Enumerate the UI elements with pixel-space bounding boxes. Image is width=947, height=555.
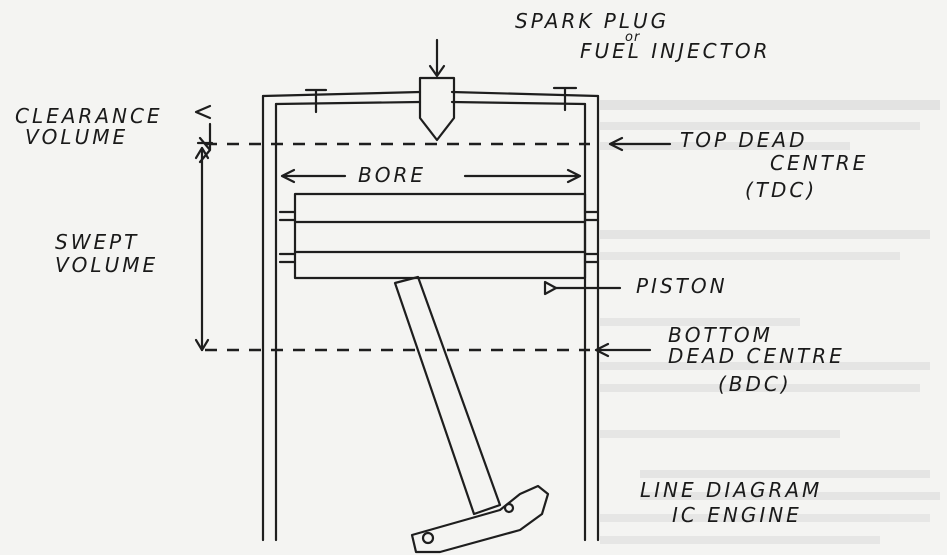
caption-ic-engine: IC ENGINE [672, 503, 802, 527]
label-fuel-injector: FUEL INJECTOR [580, 39, 771, 63]
cylinder-head-inner [274, 100, 587, 106]
crank-pin [421, 531, 435, 545]
tdc-arrow [608, 136, 672, 152]
cylinder-head-outer [261, 90, 600, 98]
caption-line-diagram: LINE DIAGRAM [640, 478, 822, 502]
label-swept-volume: VOLUME [55, 253, 158, 277]
label-piston: PISTON [636, 274, 728, 298]
label-tdc: (TDC) [745, 178, 817, 202]
label-spark-plug: SPARK PLUG [515, 9, 669, 33]
piston-pointer-arrow [543, 280, 558, 296]
label-bdc: (BDC) [718, 372, 792, 396]
label-bottom: BOTTOM [668, 323, 773, 347]
crank [410, 484, 550, 554]
label-bore: BORE [358, 163, 426, 187]
background-bleed-through [600, 100, 940, 544]
label-swept: SWEPT [55, 230, 139, 254]
ring-right-1 [583, 210, 600, 222]
piston-ring-band [293, 220, 587, 254]
label-clearance: CLEARANCE [15, 104, 163, 128]
label-top-centre: CENTRE [770, 151, 868, 175]
label-clearance-volume: VOLUME [25, 125, 128, 149]
ring-right-2 [583, 252, 600, 264]
label-or: or [625, 30, 641, 45]
clearance-volume-marker [194, 104, 214, 164]
spark-plug [418, 38, 456, 142]
connecting-rod [393, 275, 502, 516]
label-bottom-dead-centre: DEAD CENTRE [668, 344, 845, 368]
bdc-arrow [594, 342, 652, 358]
crank-shaft [503, 502, 515, 514]
swept-volume-marker [194, 146, 210, 352]
head-bolt-left [304, 88, 328, 114]
cylinder [261, 86, 600, 542]
bore-dimension [280, 168, 582, 184]
ring-left-1 [278, 210, 297, 222]
label-top-dead: TOP DEAD [680, 128, 808, 152]
piston-body [293, 192, 587, 280]
ring-left-2 [278, 252, 297, 264]
piston [278, 192, 622, 296]
head-bolt-right [552, 86, 578, 112]
